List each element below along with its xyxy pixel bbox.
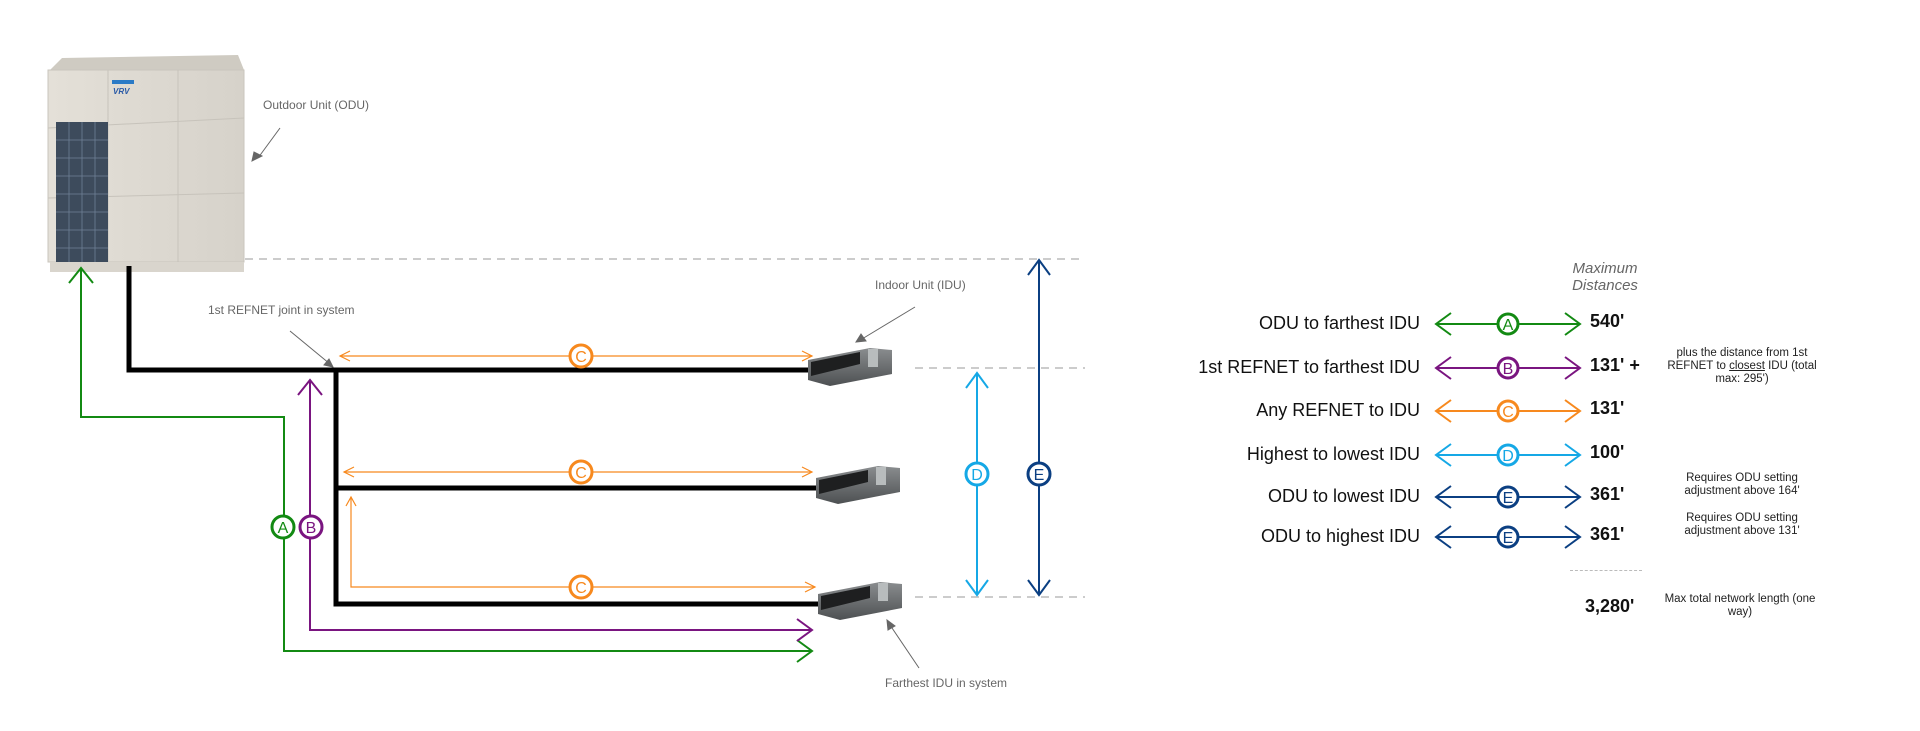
refrigerant-pipes [126, 266, 825, 607]
badge-b: B [1496, 356, 1520, 380]
elevation-reference-lines [245, 258, 1085, 598]
svg-text:E: E [1503, 530, 1514, 547]
indoor-unit-illustration [816, 466, 900, 504]
svg-text:A: A [278, 520, 289, 537]
svg-text:E: E [1503, 490, 1514, 507]
callout-arrows [251, 127, 920, 669]
legend-row-note: Requires ODU setting adjustment above 13… [1684, 512, 1800, 537]
legend-double-arrow-icon: B [1434, 356, 1582, 380]
dimension-b-refnet-to-farthest-idu [297, 378, 814, 642]
legend-header-line2: Distances [1572, 277, 1638, 294]
odu-label: Outdoor Unit (ODU) [263, 98, 370, 112]
badge-a: A [270, 514, 296, 540]
svg-text:C: C [575, 349, 587, 366]
badge-c: C [568, 574, 594, 600]
refnet-label: 1st REFNET joint in system [208, 303, 355, 317]
legend-row-value: 540' [1590, 311, 1625, 331]
legend-row: Highest to lowest IDU D 100' [1150, 440, 1910, 470]
outdoor-unit-illustration: VRV [47, 55, 245, 272]
legend-header-line1: Maximum [1572, 260, 1638, 277]
farthest-idu-label: Farthest IDU in system [885, 676, 1008, 690]
legend-header: Maximum Distances [1560, 260, 1650, 294]
svg-text:E: E [1034, 467, 1045, 484]
legend-row-value: 361' [1590, 524, 1625, 544]
badge-e: E [1026, 461, 1052, 487]
legend-row-note: plus the distance from 1st REFNET to clo… [1662, 347, 1822, 386]
note-text: IDU (total max: 295') [1715, 360, 1817, 385]
legend-double-arrow-icon: C [1434, 399, 1582, 423]
legend-row: 1st REFNET to farthest IDU B 131' + plus th… [1150, 347, 1910, 385]
note-emphasis: closest [1729, 360, 1765, 372]
note-text: plus the distance from 1st REFNET to [1667, 347, 1808, 372]
idu-label: Indoor Unit (IDU) [875, 278, 966, 292]
legend-row: ODU to highest IDU E 361' Requires ODU sett… [1150, 512, 1910, 552]
badge-d: D [964, 461, 990, 487]
badge-a: A [1496, 312, 1520, 336]
legend-double-arrow-icon: A [1434, 312, 1582, 336]
legend-row-value: 100' [1590, 442, 1625, 462]
svg-text:B: B [1503, 361, 1514, 378]
svg-text:D: D [971, 467, 983, 484]
badge-e: E [1496, 525, 1520, 549]
badge-c: C [568, 343, 594, 369]
total-network-length-value: 3,280' [1585, 596, 1635, 616]
legend-row-value: 131' [1590, 398, 1625, 418]
dimension-a-odu-to-farthest-idu [68, 266, 814, 663]
legend-double-arrow-icon: E [1434, 525, 1582, 549]
badge-c: C [568, 459, 594, 485]
legend-row: ODU to lowest IDU E 361' Requires ODU setti… [1150, 472, 1910, 512]
badge-d: D [1496, 443, 1520, 467]
legend-row-label: ODU to farthest IDU [1258, 313, 1420, 333]
svg-text:C: C [1502, 404, 1514, 421]
svg-text:C: C [575, 465, 587, 482]
legend-row-label: ODU to highest IDU [1260, 526, 1420, 546]
svg-text:D: D [1502, 448, 1514, 465]
dimension-e-odu-to-idu [1027, 258, 1051, 597]
odu-brand-text: VRV [113, 87, 130, 96]
legend-separator [1570, 570, 1642, 571]
svg-text:B: B [306, 520, 317, 537]
legend-row-value: 361' [1590, 484, 1625, 504]
legend-row-label: Any REFNET to IDU [1256, 400, 1420, 420]
legend-double-arrow-icon: D [1434, 443, 1582, 467]
legend-row-note: Requires ODU setting adjustment above 16… [1684, 472, 1800, 497]
legend-double-arrow-icon: E [1434, 485, 1582, 509]
indoor-unit-illustration [818, 582, 902, 620]
total-network-length-note: Max total network length (one way) [1664, 593, 1816, 618]
legend-row: Any REFNET to IDU C 131' [1150, 396, 1910, 426]
legend-row-label: Highest to lowest IDU [1246, 444, 1420, 464]
legend-row-label: 1st REFNET to farthest IDU [1198, 357, 1420, 377]
svg-text:C: C [575, 580, 587, 597]
legend-row: ODU to farthest IDU A 540' [1150, 309, 1910, 339]
legend-row-label: ODU to lowest IDU [1267, 486, 1420, 506]
badge-e: E [1496, 485, 1520, 509]
legend-row-value: 131' + [1590, 355, 1640, 375]
badge-b: B [298, 514, 324, 540]
svg-text:A: A [1503, 317, 1514, 334]
badge-c: C [1496, 399, 1520, 423]
indoor-unit-illustration [808, 348, 892, 386]
